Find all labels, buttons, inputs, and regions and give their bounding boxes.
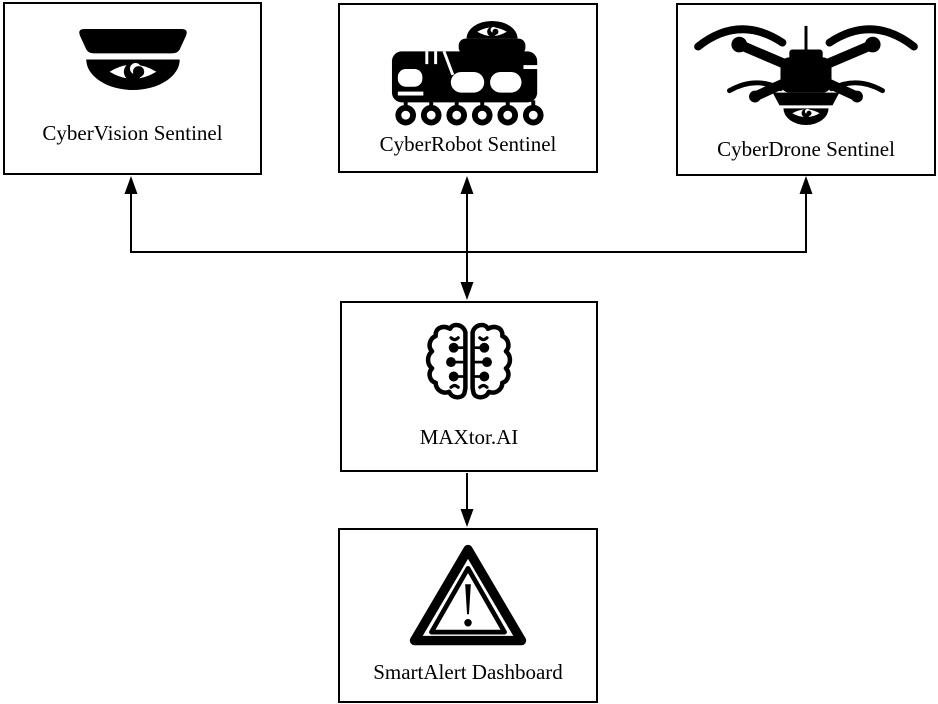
arrowhead-into-drone — [799, 176, 813, 194]
arrowhead-into-ai — [460, 282, 474, 300]
node-label-alert: SmartAlert Dashboard — [373, 660, 563, 684]
arrowhead-into-vision — [124, 176, 138, 194]
node-label-vision: CyberVision Sentinel — [42, 121, 223, 145]
robot-rover-icon — [391, 20, 544, 126]
node-label-drone: CyberDrone Sentinel — [717, 137, 895, 161]
node-smartalert-dashboard: SmartAlert Dashboard — [338, 528, 598, 703]
node-label-ai: MAXtor.AI — [419, 425, 519, 449]
node-label-robot: CyberRobot Sentinel — [379, 132, 557, 156]
security-camera-icon — [78, 29, 187, 90]
warning-triangle-icon — [409, 544, 527, 646]
node-maxtor-ai: MAXtor.AI — [340, 301, 598, 472]
node-cyberrobot-sentinel: CyberRobot Sentinel — [338, 3, 598, 173]
arrowhead-into-alert — [460, 509, 474, 527]
arrowhead-into-robot — [460, 176, 474, 194]
brain-circuit-icon — [424, 318, 513, 408]
node-cyberdrone-sentinel: CyberDrone Sentinel — [676, 3, 936, 176]
node-cybervision-sentinel: CyberVision Sentinel — [3, 2, 262, 175]
connector-bus-line — [130, 184, 807, 253]
drone-icon — [694, 25, 918, 126]
